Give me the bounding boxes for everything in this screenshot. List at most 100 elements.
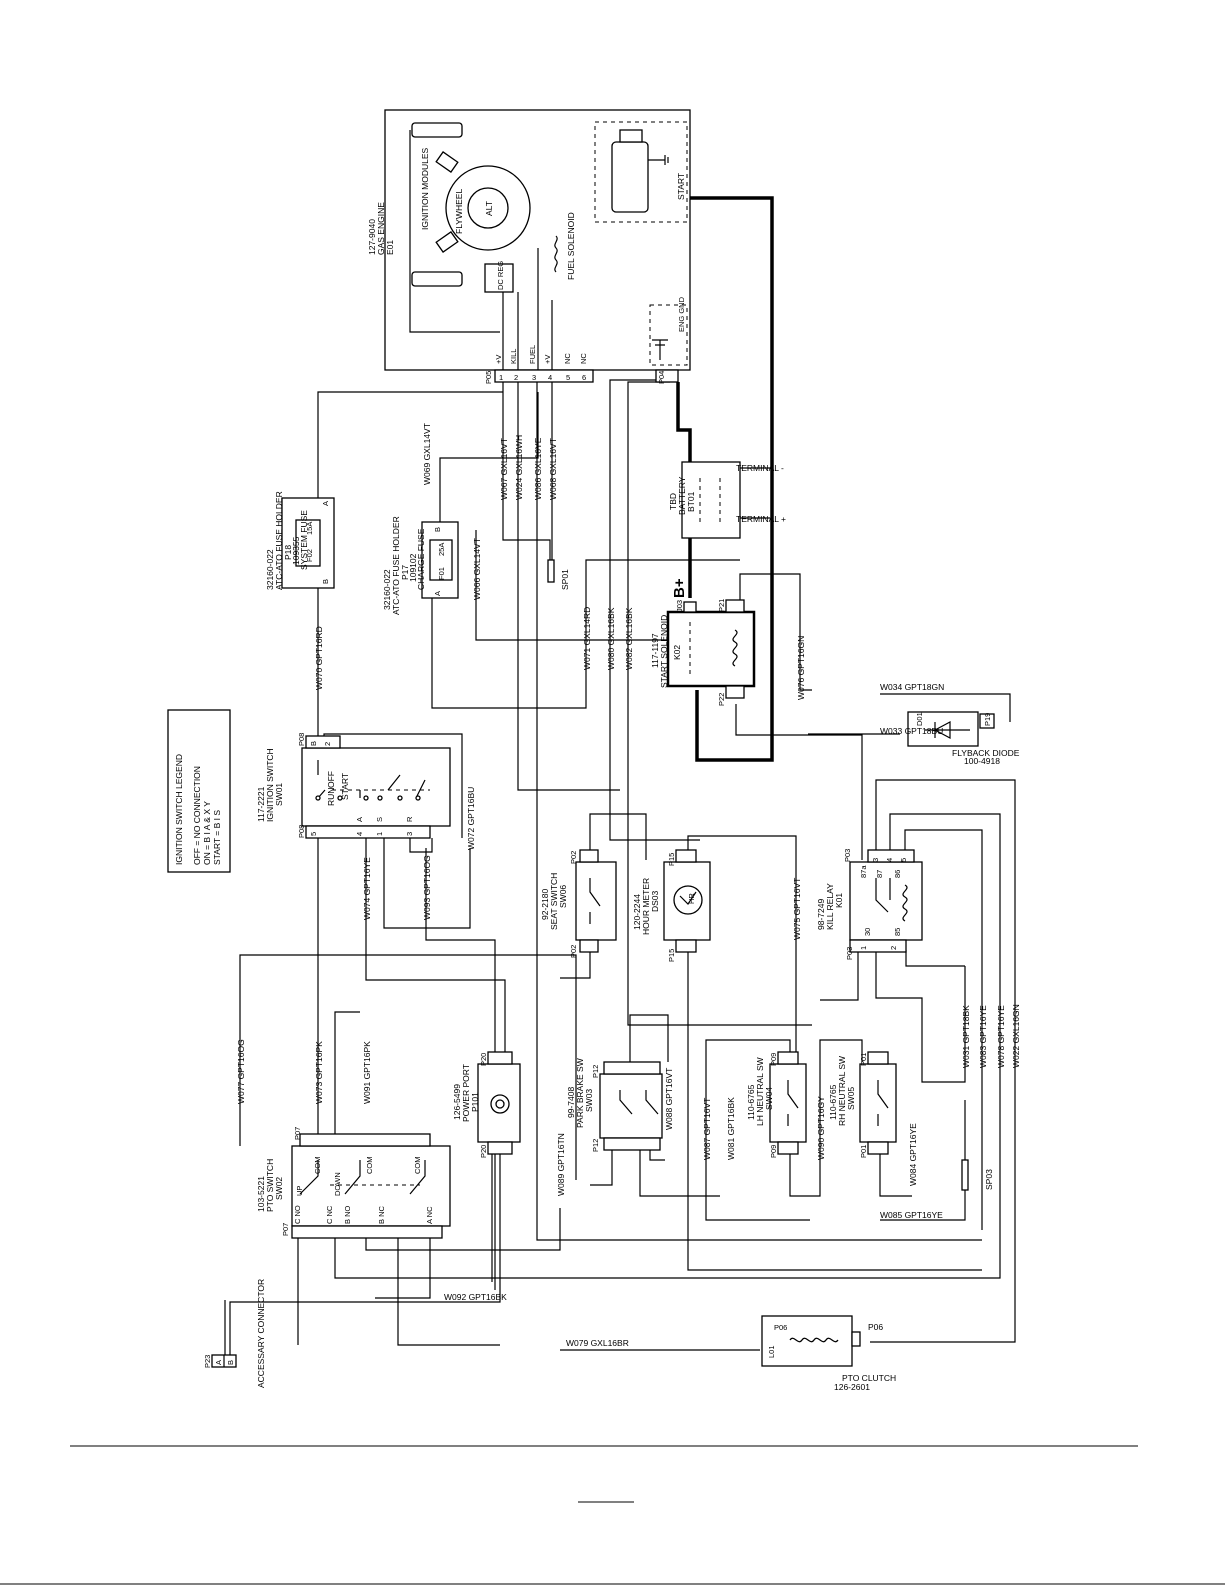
wire-label: W081 GPT16BK [726,1097,736,1160]
system-fuse-part-num: 109355 [291,536,301,565]
seat-switch-id: SW06 [558,885,568,908]
accessory-pin: B [226,1360,235,1365]
legend-line: OFF = NO CONNECTION [192,766,202,865]
system-fuse-conn: P18 [283,545,293,560]
pto-clutch-id: L01 [767,1345,776,1358]
wire-labels: W067 GXL16VT W024 GXL16WH W086 GXL16YE W… [236,423,1021,1348]
wire-label: W072 GPT16BU [466,787,476,850]
seat-switch-conn-bottom: P02 [569,945,578,958]
pto-conn: P07 [293,1127,302,1140]
wire-label: W087 GPT16VT [702,1098,712,1160]
pto-com: COM [413,1157,422,1175]
splice-sp03: SP03 [961,1159,994,1191]
power-port-conn-bottom: P20 [479,1145,488,1158]
flywheel-label: FLYWHEEL [454,189,464,234]
dc-reg-label: DC REG [496,261,505,290]
pto-contact: C NC [325,1205,334,1224]
ignition-legend: IGNITION SWITCH LEGEND OFF = NO CONNECTI… [167,709,231,873]
gas-engine: ALT FLYWHEEL IGNITION MODULES DC REG FUE… [367,109,691,384]
battery-id: BT01 [686,491,696,512]
system-fuse-holder: 15A F02 A B 32160-022 ATC-ATO FUSE HOLDE… [265,491,335,590]
legend-title: IGNITION SWITCH LEGEND [174,754,184,865]
kill-relay-conn-bottom: P03 [845,947,854,960]
ignition-pin-bottom: R [405,816,414,822]
hour-meter-part: 120-2244 [632,894,642,930]
wire-label: W024 GXL16WH [514,435,524,500]
accessory-name: ACCESSARY CONNECTOR [256,1279,266,1388]
wire-label: W076 GPT16GN [796,636,806,700]
pto-switch: COM COM COM C NO C NC B NO B NC A NC UP … [256,1127,451,1239]
wire-label: W074 GPT16YE [362,857,372,920]
kill-relay-pin: 1 [859,946,868,950]
rh-neutral-conn-bottom: P01 [859,1145,868,1158]
ignition-pin-bottom: 5 [309,832,318,836]
seat-switch-conn-top: P02 [569,851,578,864]
kill-relay-contact: 87a [859,865,868,878]
kill-relay-id: K01 [834,893,844,908]
wire-label: W084 GPT16YE [908,1123,918,1186]
power-port-conn: P20 [479,1053,488,1066]
pto-contact: A NC [425,1206,434,1224]
pto-name: PTO SWITCH [265,1159,275,1212]
wire-label: W073 GPT16PK [314,1041,324,1104]
pto-com: COM [313,1157,322,1175]
solenoid-conn-b: J03 [675,600,684,612]
wire-label: W085 GPT16YE [880,1210,943,1220]
lh-neutral-conn: P09 [769,1053,778,1066]
charge-fuse-rating: 25A [437,543,446,556]
lh-neutral-switch: P09 P09 110-6765 LH NEUTRAL SW SW04 [746,1051,807,1158]
pto-pos: DOWN [333,1172,342,1196]
pto-clutch-conn-right: P06 [868,1322,883,1332]
wire-label: W086 GXL16YE [533,437,543,500]
system-fuse-rating: 15A [305,522,314,535]
wire-label: W034 GPT18GN [880,682,944,692]
rh-neutral-switch: P01 P01 110-6765 RH NEUTRAL SW SW05 [828,1051,897,1158]
battery: TBD BATTERY BT01 TERMINAL - TERMINAL + [668,461,786,539]
pto-clutch: P06 P06 L01 PTO CLUTCH 126-2601 [761,1315,896,1392]
wire-label: W082 GXL16BK [624,607,634,670]
battery-terminal-pos: TERMINAL + [736,514,786,524]
lh-neutral-id: SW04 [764,1087,774,1110]
system-fuse-name: SYSTEM FUSE [299,510,309,570]
pto-conn-bottom: P07 [281,1223,290,1236]
system-fuse-pin-b: B [321,579,330,584]
system-fuse-holder-name: ATC-ATO FUSE HOLDER [274,491,284,590]
start-solenoid: B+ P21 P22 J03 117-1197 START SOLENOID K… [650,578,756,706]
diode-id: D01 [915,712,924,726]
alt-label: ALT [484,201,494,216]
power-port-part: 126-5499 [452,1084,462,1120]
engine-pin-numbers: 1 2 3 4 5 6 [499,373,586,382]
park-brake-conn: P12 [591,1065,600,1078]
wire-label: W022 GXL16GN [1011,1004,1021,1068]
hour-meter-name: HOUR METER [641,878,651,935]
kill-relay-pin: 4 [885,858,894,862]
engine-pin-number: 3 [532,373,536,382]
pto-pos: UP [295,1186,304,1196]
solenoid-conn-top: P21 [717,599,726,612]
system-fuse-pin-a: A [321,501,330,506]
wire-label: W078 GPT16YE [996,1005,1006,1068]
engine-pin-label: NC [579,353,588,364]
solenoid-id: K02 [672,645,682,660]
start-label: START [676,173,686,200]
ignition-name: IGNITION SWITCH [265,748,275,822]
engine-pin-label: KILL [509,349,518,364]
park-brake-conn-bottom: P12 [591,1139,600,1152]
engine-pin-number: 4 [548,373,552,382]
ignition-pos-off: OFF [326,771,336,788]
lh-neutral-conn-bottom: P09 [769,1145,778,1158]
engine-pin-label: +V [543,355,552,364]
ignition-pin-bottom: 4 [355,832,364,836]
diode-name: FLYBACK DIODE [952,748,1020,758]
ignition-pos-run: RUN [326,788,336,806]
diode-conn: P19 [983,713,992,726]
engine-pin-number: 1 [499,373,503,382]
seat-switch-part: 92-2180 [540,889,550,920]
battery-terminal-neg: TERMINAL - [736,463,784,473]
ignition-conn-top: P08 [297,733,306,746]
hour-meter-symbol: HR [687,893,696,904]
kill-relay-pin: 3 [871,858,880,862]
wire-label: W069 GXL14VT [422,423,432,485]
pto-clutch-part: 126-2601 [834,1382,870,1392]
wire-label: W090 GPT16GY [816,1096,826,1160]
